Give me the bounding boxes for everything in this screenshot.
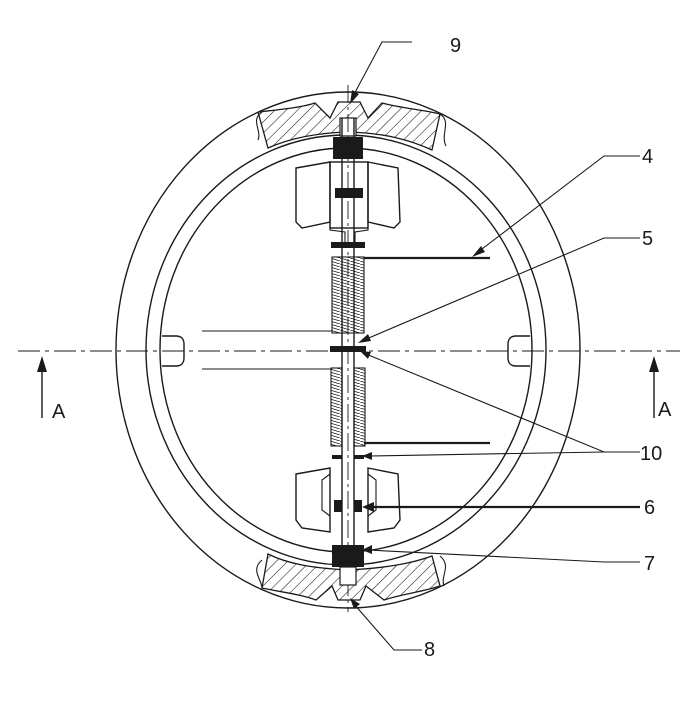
upper-hinge-detail xyxy=(354,222,369,245)
label-10: 10 xyxy=(640,443,662,465)
lower-hinge-block xyxy=(295,467,331,533)
upper-spring xyxy=(331,256,365,334)
label-7: 7 xyxy=(644,553,655,575)
spring-collar xyxy=(331,242,365,248)
section-arrow-left-head xyxy=(37,356,47,372)
leader-5-arrow xyxy=(358,334,371,343)
hub-break-line xyxy=(255,111,263,141)
lower-hinge-detail xyxy=(367,473,377,517)
leader-8-arrow xyxy=(350,598,360,609)
hub-break-line xyxy=(439,555,447,587)
upper-hinge-block xyxy=(295,161,331,229)
upper-hinge-block xyxy=(367,161,401,229)
lower-spring-right xyxy=(353,367,366,447)
leader-10 xyxy=(367,451,605,457)
bottom-pin-slot xyxy=(339,566,357,586)
label-5: 5 xyxy=(642,228,653,250)
leader-5 xyxy=(363,237,640,341)
washer-lower xyxy=(332,455,342,459)
lower-bushing xyxy=(334,500,342,512)
label-4: 4 xyxy=(642,146,653,168)
upper-hinge-detail xyxy=(329,222,346,245)
leader-7 xyxy=(367,549,640,563)
label-8: 8 xyxy=(424,639,435,661)
leader-9 xyxy=(351,41,412,99)
section-label-right: A xyxy=(658,399,672,421)
lower-hinge-block xyxy=(367,467,401,533)
leader-4 xyxy=(477,155,640,253)
washer-lower xyxy=(354,455,364,459)
leader-4-arrow xyxy=(472,246,485,257)
leader-9-arrow xyxy=(350,90,359,104)
lower-spring-left xyxy=(330,367,343,447)
lower-hinge-detail xyxy=(321,473,331,517)
lower-bushing xyxy=(354,500,362,512)
leader-10-arrow xyxy=(360,351,371,359)
leader-8 xyxy=(353,603,422,651)
label-6: 6 xyxy=(644,497,655,519)
leader-10 xyxy=(365,353,640,453)
leader-7-arrow xyxy=(362,545,372,554)
hub-break-line xyxy=(439,113,447,147)
hub-break-line xyxy=(256,559,263,589)
label-9: 9 xyxy=(450,35,461,57)
leader-10-arrow xyxy=(362,452,372,460)
washer-center xyxy=(330,346,366,352)
section-arrow-right-head xyxy=(649,356,659,372)
upper-hinge-housing xyxy=(329,161,369,229)
leader-6-arrow xyxy=(362,502,374,512)
bottom-plug xyxy=(332,545,364,567)
section-label-left: A xyxy=(52,401,66,423)
upper-bushing xyxy=(335,188,363,198)
